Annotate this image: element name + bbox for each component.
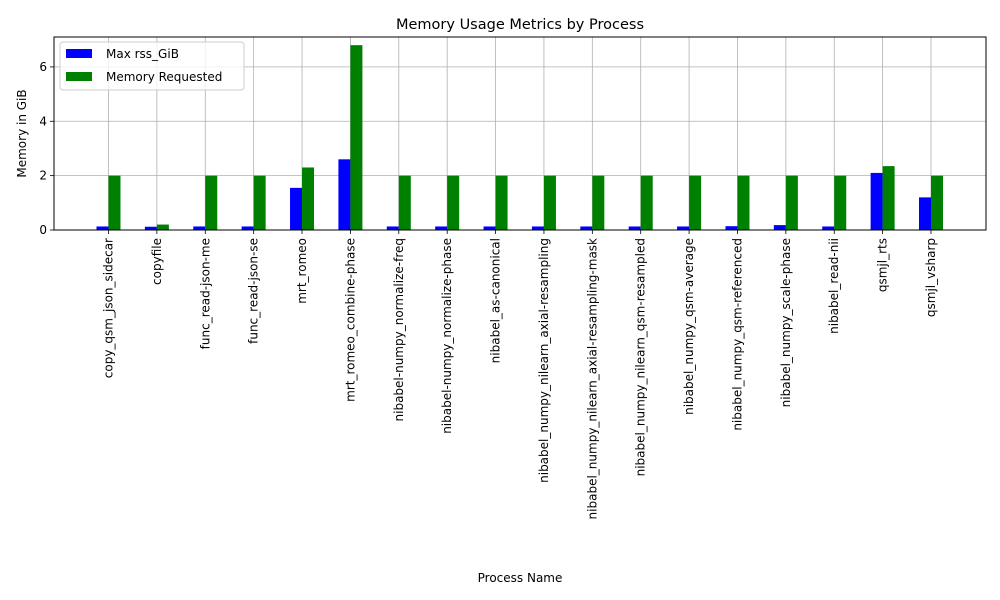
x-tick-label: qsmjl_vsharp — [924, 238, 938, 317]
x-tick-label: mrt_romeo — [295, 238, 309, 304]
x-tick-label: nibabel_numpy_nilearn_axial-resampling — [537, 238, 551, 483]
x-tick-label: mrt_romeo_combine-phase — [343, 238, 357, 402]
bar-memory-requested — [495, 175, 508, 230]
x-tick-label: copy_qsm_json_sidecar — [102, 238, 116, 378]
y-axis-title: Memory in GiB — [15, 89, 29, 177]
legend-label-memory-requested: Memory Requested — [106, 70, 222, 84]
x-tick-label: nibabel_numpy_scale-phase — [779, 238, 793, 407]
bar-memory-requested — [398, 175, 411, 230]
bar-max-rss — [144, 226, 157, 230]
y-tick-label: 0 — [39, 223, 47, 237]
bar-memory-requested — [543, 175, 556, 230]
bar-memory-requested — [108, 175, 121, 230]
x-axis-title: Process Name — [478, 571, 563, 585]
bar-memory-requested — [350, 45, 363, 230]
bar-memory-requested — [689, 175, 702, 230]
bar-max-rss — [725, 226, 738, 230]
bar-max-rss — [96, 226, 109, 230]
x-tick-label: func_read-json-se — [247, 238, 261, 344]
bar-max-rss — [773, 225, 786, 230]
bar-memory-requested — [640, 175, 653, 230]
bar-memory-requested — [156, 224, 169, 230]
legend-swatch-max-rss — [66, 49, 92, 58]
bar-max-rss — [677, 226, 690, 230]
bars-layer — [96, 45, 943, 230]
bar-memory-requested — [253, 175, 266, 230]
legend-box — [59, 41, 245, 91]
bar-max-rss — [919, 197, 931, 230]
bar-memory-requested — [302, 167, 315, 230]
bar-max-rss — [435, 226, 448, 230]
bar-memory-requested — [447, 175, 460, 230]
x-tick-label: qsmjl_rts — [876, 238, 890, 292]
bar-max-rss — [822, 226, 835, 230]
x-tick-label: nibabel-numpy_normalize-phase — [440, 238, 454, 434]
x-tick-label: nibabel_numpy_qsm-referenced — [730, 238, 744, 431]
bar-memory-requested — [834, 175, 847, 230]
bar-memory-requested — [205, 175, 218, 230]
bar-max-rss — [386, 226, 399, 230]
y-tick-label: 2 — [39, 169, 47, 183]
x-tick-label: nibabel_numpy_qsm-average — [682, 238, 696, 415]
x-tick-label: func_read-json-me — [198, 238, 212, 349]
legend-swatch-memory-requested — [66, 72, 92, 81]
bar-max-rss — [628, 226, 641, 230]
x-tick-label: nibabel_numpy_nilearn_axial-resampling-m… — [585, 238, 599, 519]
y-tick-label: 4 — [39, 114, 47, 128]
bar-max-rss — [290, 187, 303, 230]
bar-max-rss — [580, 226, 593, 230]
x-tick-label: nibabel_as-canonical — [489, 238, 503, 363]
chart-title: Memory Usage Metrics by Process — [396, 17, 644, 33]
bar-memory-requested — [931, 175, 943, 230]
bar-memory-requested — [737, 175, 750, 230]
bar-max-rss — [241, 226, 254, 230]
bar-max-rss — [338, 159, 351, 230]
x-tick-label: nibabel_read-nii — [827, 238, 841, 334]
x-tick-label: nibabel_numpy_nilearn_qsm-resampled — [634, 238, 648, 476]
x-tick-label: nibabel-numpy_normalize-freq — [392, 238, 406, 421]
y-tick-label: 6 — [39, 60, 47, 74]
bar-max-rss — [531, 226, 544, 230]
bar-memory-requested — [882, 166, 895, 230]
ticks-layer: 0 2 4 6 copy_qsm_json_sidecar copyfile func_re… — [39, 60, 938, 520]
plot-frame — [53, 36, 987, 231]
x-tick-label: copyfile — [150, 238, 164, 285]
legend: Max rss_GiB Memory Requested — [59, 41, 245, 91]
legend-label-max-rss: Max rss_GiB — [106, 47, 179, 61]
bar-max-rss — [870, 172, 883, 230]
bar-memory-requested — [592, 175, 605, 230]
bar-max-rss — [193, 226, 206, 230]
bar-memory-requested — [785, 175, 798, 230]
bar-max-rss — [483, 226, 496, 230]
